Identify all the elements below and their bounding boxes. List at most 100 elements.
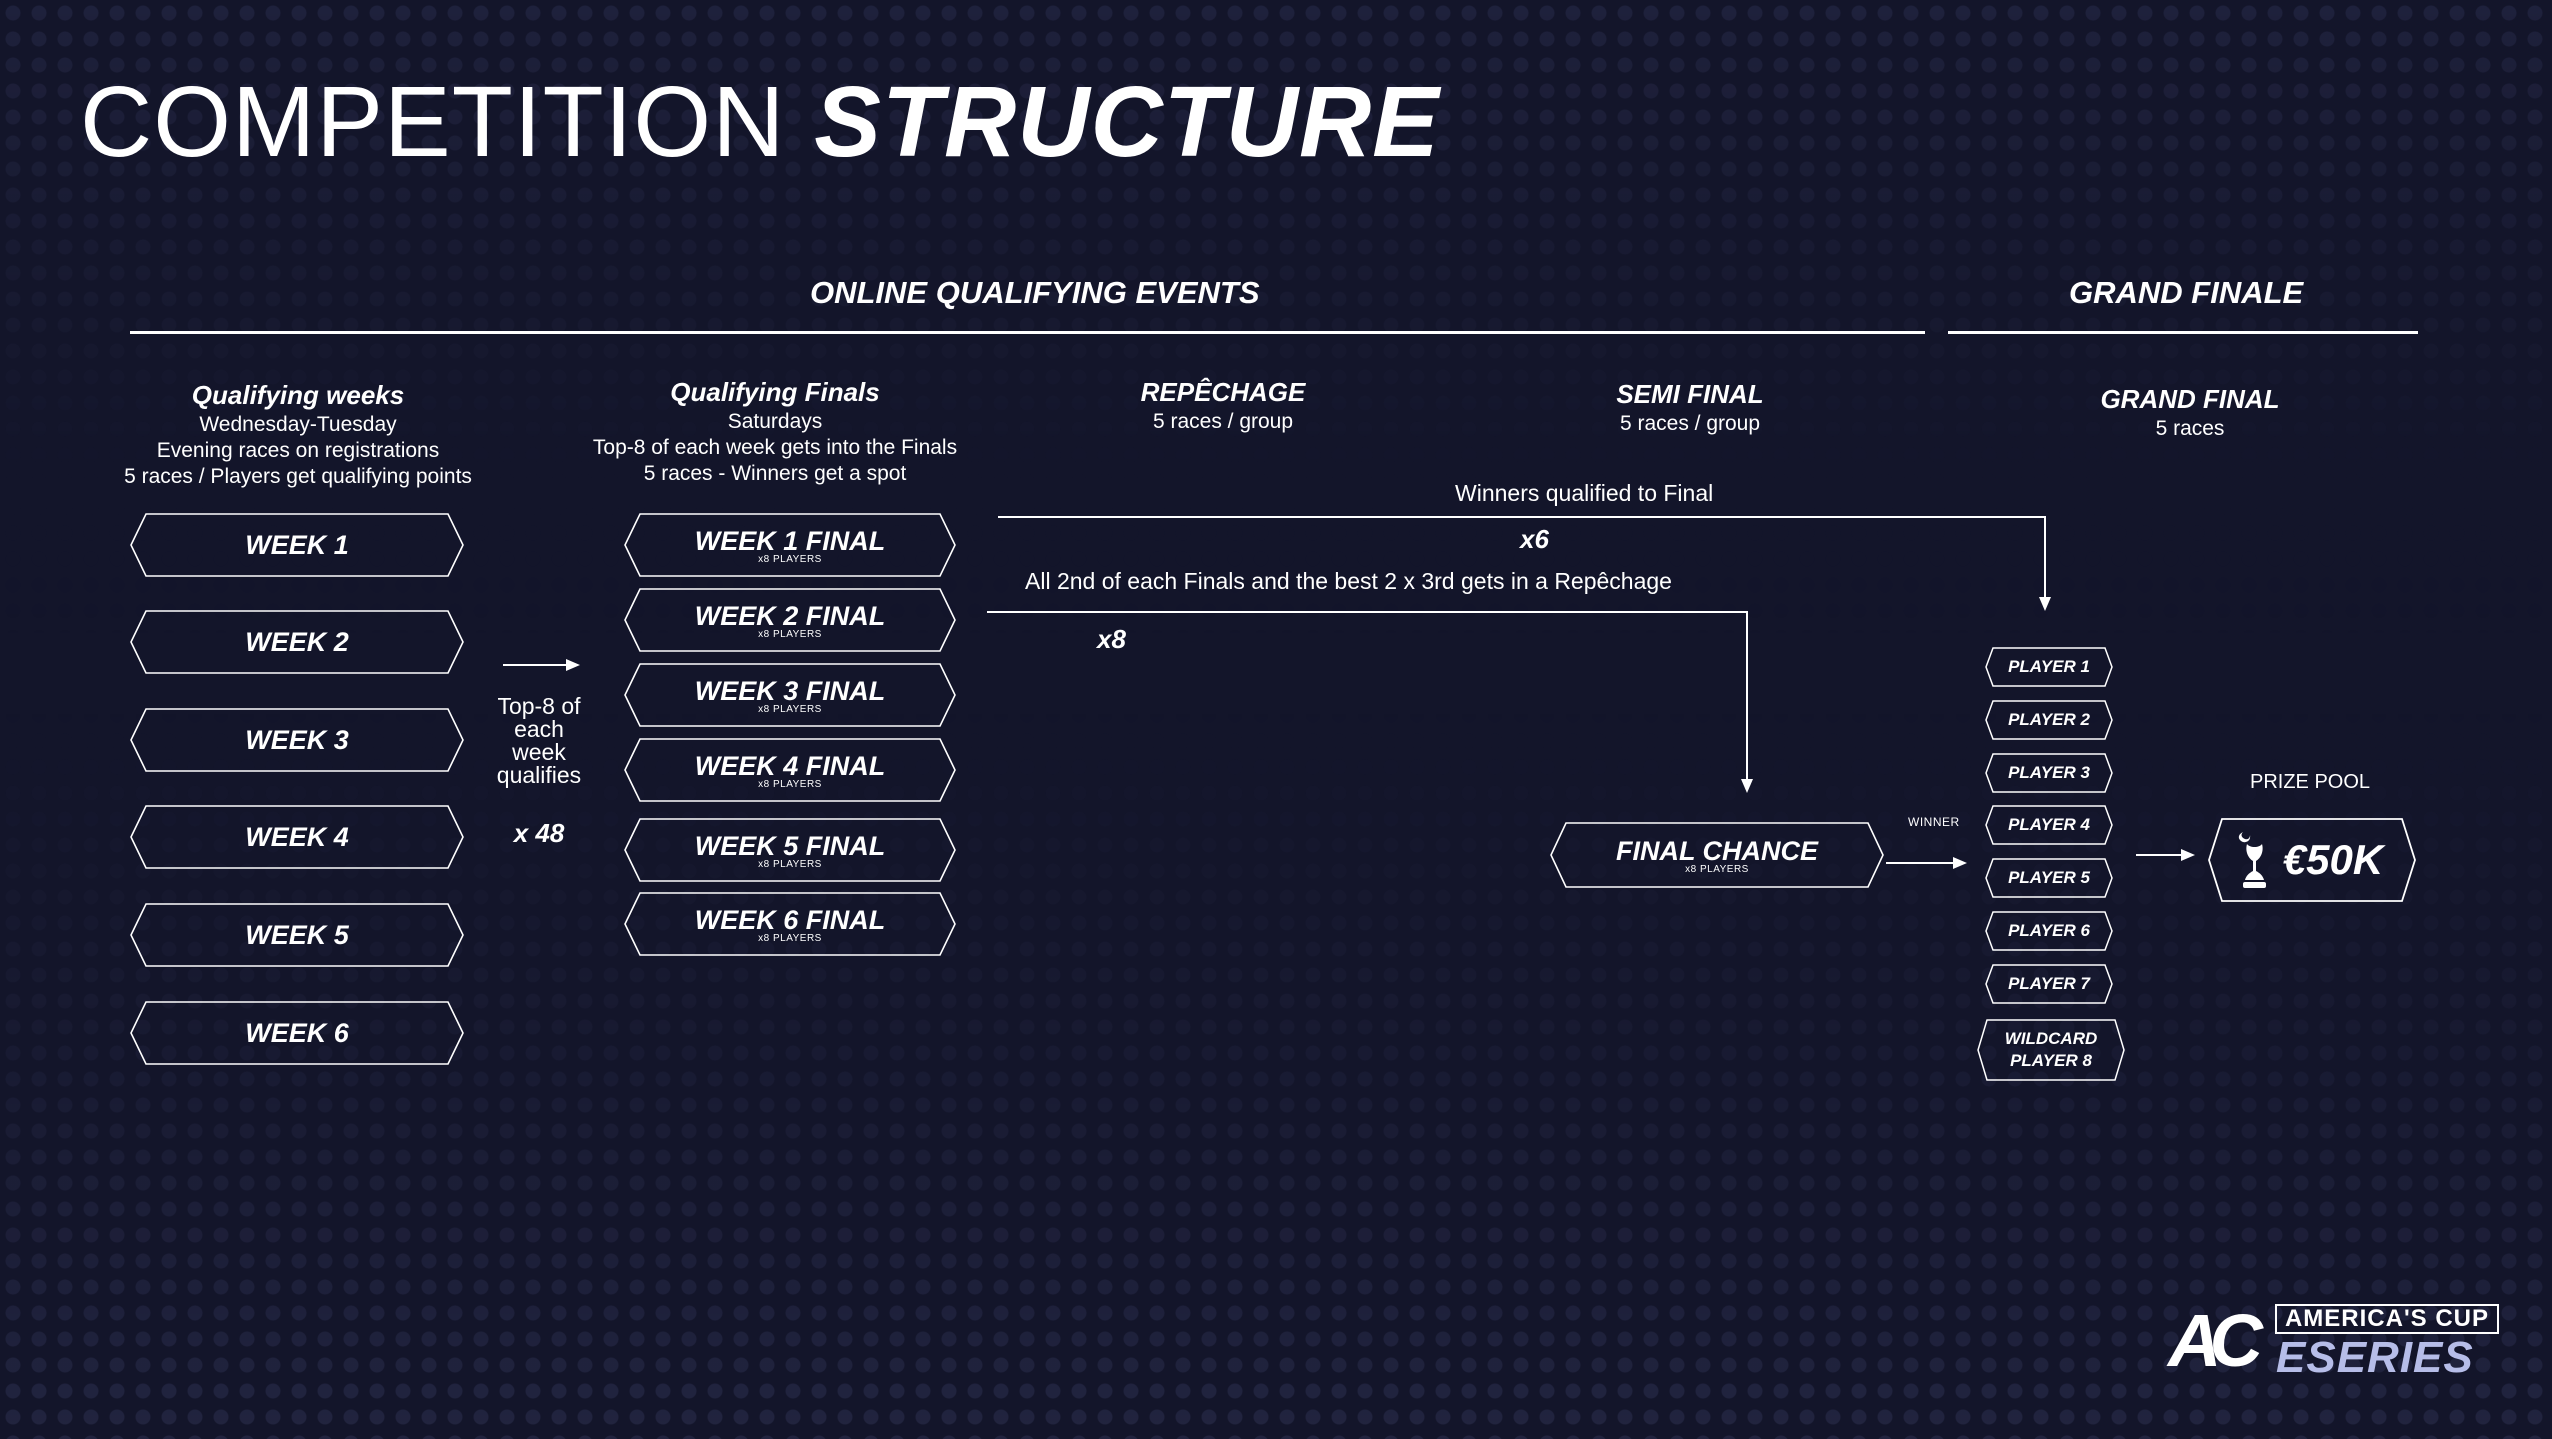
wildcard-label: WILDCARD bbox=[2004, 1029, 2098, 1048]
week-label: WEEK 2 bbox=[245, 626, 349, 657]
qualify-note-line: qualifies bbox=[496, 762, 582, 788]
prize-box: €50K bbox=[2208, 818, 2416, 902]
week-final-sub: x8 PLAYERS bbox=[758, 703, 822, 715]
player-5-box: PLAYER 5 bbox=[1985, 858, 2113, 898]
arrowhead bbox=[2181, 849, 2195, 861]
qualify-note: Top-8 of each week qualifies bbox=[478, 695, 600, 787]
arrowhead bbox=[1741, 779, 1753, 793]
week-final-label: WEEK 5 FINAL bbox=[694, 830, 886, 861]
final-chance-sub: x8 PLAYERS bbox=[1685, 863, 1749, 875]
qualifying-weeks-line: Wednesday-Tuesday bbox=[199, 413, 397, 436]
week-2-box: WEEK 2 bbox=[130, 610, 464, 674]
grand-final-line: 5 races bbox=[2155, 417, 2225, 440]
week-label: WEEK 5 bbox=[245, 919, 349, 950]
logo-line-1: AMERICA'S CUP bbox=[2284, 1305, 2490, 1332]
logo-initials: AC bbox=[2168, 1299, 2263, 1382]
section-grand-finale: GRAND FINALE bbox=[2069, 275, 2304, 310]
wildcard-player-box: WILDCARD PLAYER 8 bbox=[1977, 1019, 2125, 1081]
week-3-box: WEEK 3 bbox=[130, 708, 464, 772]
week-5-box: WEEK 5 bbox=[130, 903, 464, 967]
repechage-title: REPÊCHAGE bbox=[1140, 377, 1306, 407]
logo-box: AMERICA'S CUP bbox=[2275, 1304, 2499, 1334]
qualifying-weeks-header: Qualifying weeks Wednesday-Tuesday Eveni… bbox=[98, 378, 498, 490]
week-final-label: WEEK 3 FINAL bbox=[694, 675, 886, 706]
qualify-note-line: each bbox=[514, 716, 564, 742]
title-bold: STRUCTURE bbox=[814, 66, 1440, 178]
week-label: WEEK 3 bbox=[245, 724, 349, 755]
week-5-final-box: WEEK 5 FINAL x8 PLAYERS bbox=[624, 818, 956, 882]
grand-final-title: GRAND FINAL bbox=[2100, 384, 2280, 414]
week-1-box: WEEK 1 bbox=[130, 513, 464, 577]
week-3-final-box: WEEK 3 FINAL x8 PLAYERS bbox=[624, 663, 956, 727]
week-2-final-box: WEEK 2 FINAL x8 PLAYERS bbox=[624, 588, 956, 652]
week-final-label: WEEK 2 FINAL bbox=[694, 600, 886, 631]
week-final-sub: x8 PLAYERS bbox=[758, 553, 822, 565]
player-2-box: PLAYER 2 bbox=[1985, 700, 2113, 740]
week-6-final-box: WEEK 6 FINAL x8 PLAYERS bbox=[624, 892, 956, 956]
qualifying-finals-line: Saturdays bbox=[727, 410, 823, 433]
player-label: PLAYER 6 bbox=[2008, 921, 2090, 940]
winners-multiplier: x6 bbox=[1520, 524, 1549, 554]
qualifying-finals-header: Qualifying Finals Saturdays Top-8 of eac… bbox=[555, 375, 995, 487]
arrowhead bbox=[566, 659, 580, 671]
grand-final-header: GRAND FINAL 5 races bbox=[2040, 382, 2340, 442]
qualifying-weeks-line: 5 races / Players get qualifying points bbox=[124, 465, 472, 488]
semi-final-line: 5 races / group bbox=[1619, 412, 1761, 435]
trophy-icon bbox=[2238, 832, 2266, 888]
arrowhead bbox=[2039, 597, 2051, 611]
week-final-sub: x8 PLAYERS bbox=[758, 932, 822, 944]
player-label: PLAYER 3 bbox=[2008, 763, 2090, 782]
week-label: WEEK 6 bbox=[245, 1017, 349, 1048]
qualifying-finals-line: Top-8 of each week gets into the Finals bbox=[592, 436, 958, 459]
player-3-box: PLAYER 3 bbox=[1985, 753, 2113, 793]
logo-line-2: ESERIES bbox=[2276, 1333, 2474, 1382]
repechage-line: 5 races / group bbox=[1152, 410, 1294, 433]
player-6-box: PLAYER 6 bbox=[1985, 911, 2113, 951]
repechage-note: All 2nd of each Finals and the best 2 x … bbox=[1025, 568, 1672, 594]
week-label: WEEK 4 bbox=[245, 821, 349, 852]
week-final-label: WEEK 6 FINAL bbox=[694, 904, 886, 935]
prize-caption: PRIZE POOL bbox=[2249, 771, 2371, 793]
week-4-box: WEEK 4 bbox=[130, 805, 464, 869]
week-final-sub: x8 PLAYERS bbox=[758, 778, 822, 790]
section-online-qualifying: ONLINE QUALIFYING EVENTS bbox=[810, 275, 1260, 310]
week-final-sub: x8 PLAYERS bbox=[758, 628, 822, 640]
week-6-box: WEEK 6 bbox=[130, 1001, 464, 1065]
semi-final-title: SEMI FINAL bbox=[1616, 379, 1764, 409]
arrowhead bbox=[1953, 857, 1967, 869]
player-7-box: PLAYER 7 bbox=[1985, 964, 2113, 1004]
final-chance-label: FINAL CHANCE bbox=[1616, 835, 1818, 866]
player-4-box: PLAYER 4 bbox=[1985, 805, 2113, 845]
week-final-sub: x8 PLAYERS bbox=[758, 858, 822, 870]
qualifying-finals-line: 5 races - Winners get a spot bbox=[643, 462, 907, 485]
page-title: COMPETITION STRUCTURE bbox=[80, 62, 1440, 182]
arrow-winners-to-final bbox=[998, 516, 2046, 598]
americas-cup-logo: AC AMERICA'S CUP ESERIES bbox=[2168, 1296, 2508, 1386]
week-label: WEEK 1 bbox=[245, 529, 349, 560]
semi-final-header: SEMI FINAL 5 races / group bbox=[1540, 377, 1840, 437]
repechage-multiplier: x8 bbox=[1097, 624, 1126, 654]
final-chance-box: FINAL CHANCE x8 PLAYERS bbox=[1550, 822, 1884, 888]
winner-label: WINNER bbox=[1908, 815, 1960, 829]
week-4-final-box: WEEK 4 FINAL x8 PLAYERS bbox=[624, 738, 956, 802]
player-label: PLAYER 2 bbox=[2008, 710, 2090, 729]
title-light: COMPETITION bbox=[80, 66, 786, 178]
player-label: PLAYER 4 bbox=[2008, 815, 2090, 834]
player-1-box: PLAYER 1 bbox=[1985, 647, 2113, 687]
week-final-label: WEEK 1 FINAL bbox=[694, 525, 886, 556]
winners-note: Winners qualified to Final bbox=[1455, 480, 1714, 506]
week-1-final-box: WEEK 1 FINAL x8 PLAYERS bbox=[624, 513, 956, 577]
week-final-label: WEEK 4 FINAL bbox=[694, 750, 886, 781]
arrow-repechage-to-final-chance bbox=[987, 611, 1748, 780]
player-label: PLAYER 7 bbox=[2008, 974, 2090, 993]
prize-amount: €50K bbox=[2282, 836, 2384, 883]
wildcard-player-label: PLAYER 8 bbox=[2010, 1051, 2092, 1070]
qualifying-finals-title: Qualifying Finals bbox=[670, 377, 880, 407]
qualify-note-line: Top-8 of bbox=[497, 693, 581, 719]
qualifying-weeks-line: Evening races on registrations bbox=[156, 439, 440, 462]
qualify-note-line: week bbox=[512, 739, 566, 765]
repechage-header: REPÊCHAGE 5 races / group bbox=[1073, 375, 1373, 435]
section-divider-grand bbox=[1948, 331, 2418, 334]
